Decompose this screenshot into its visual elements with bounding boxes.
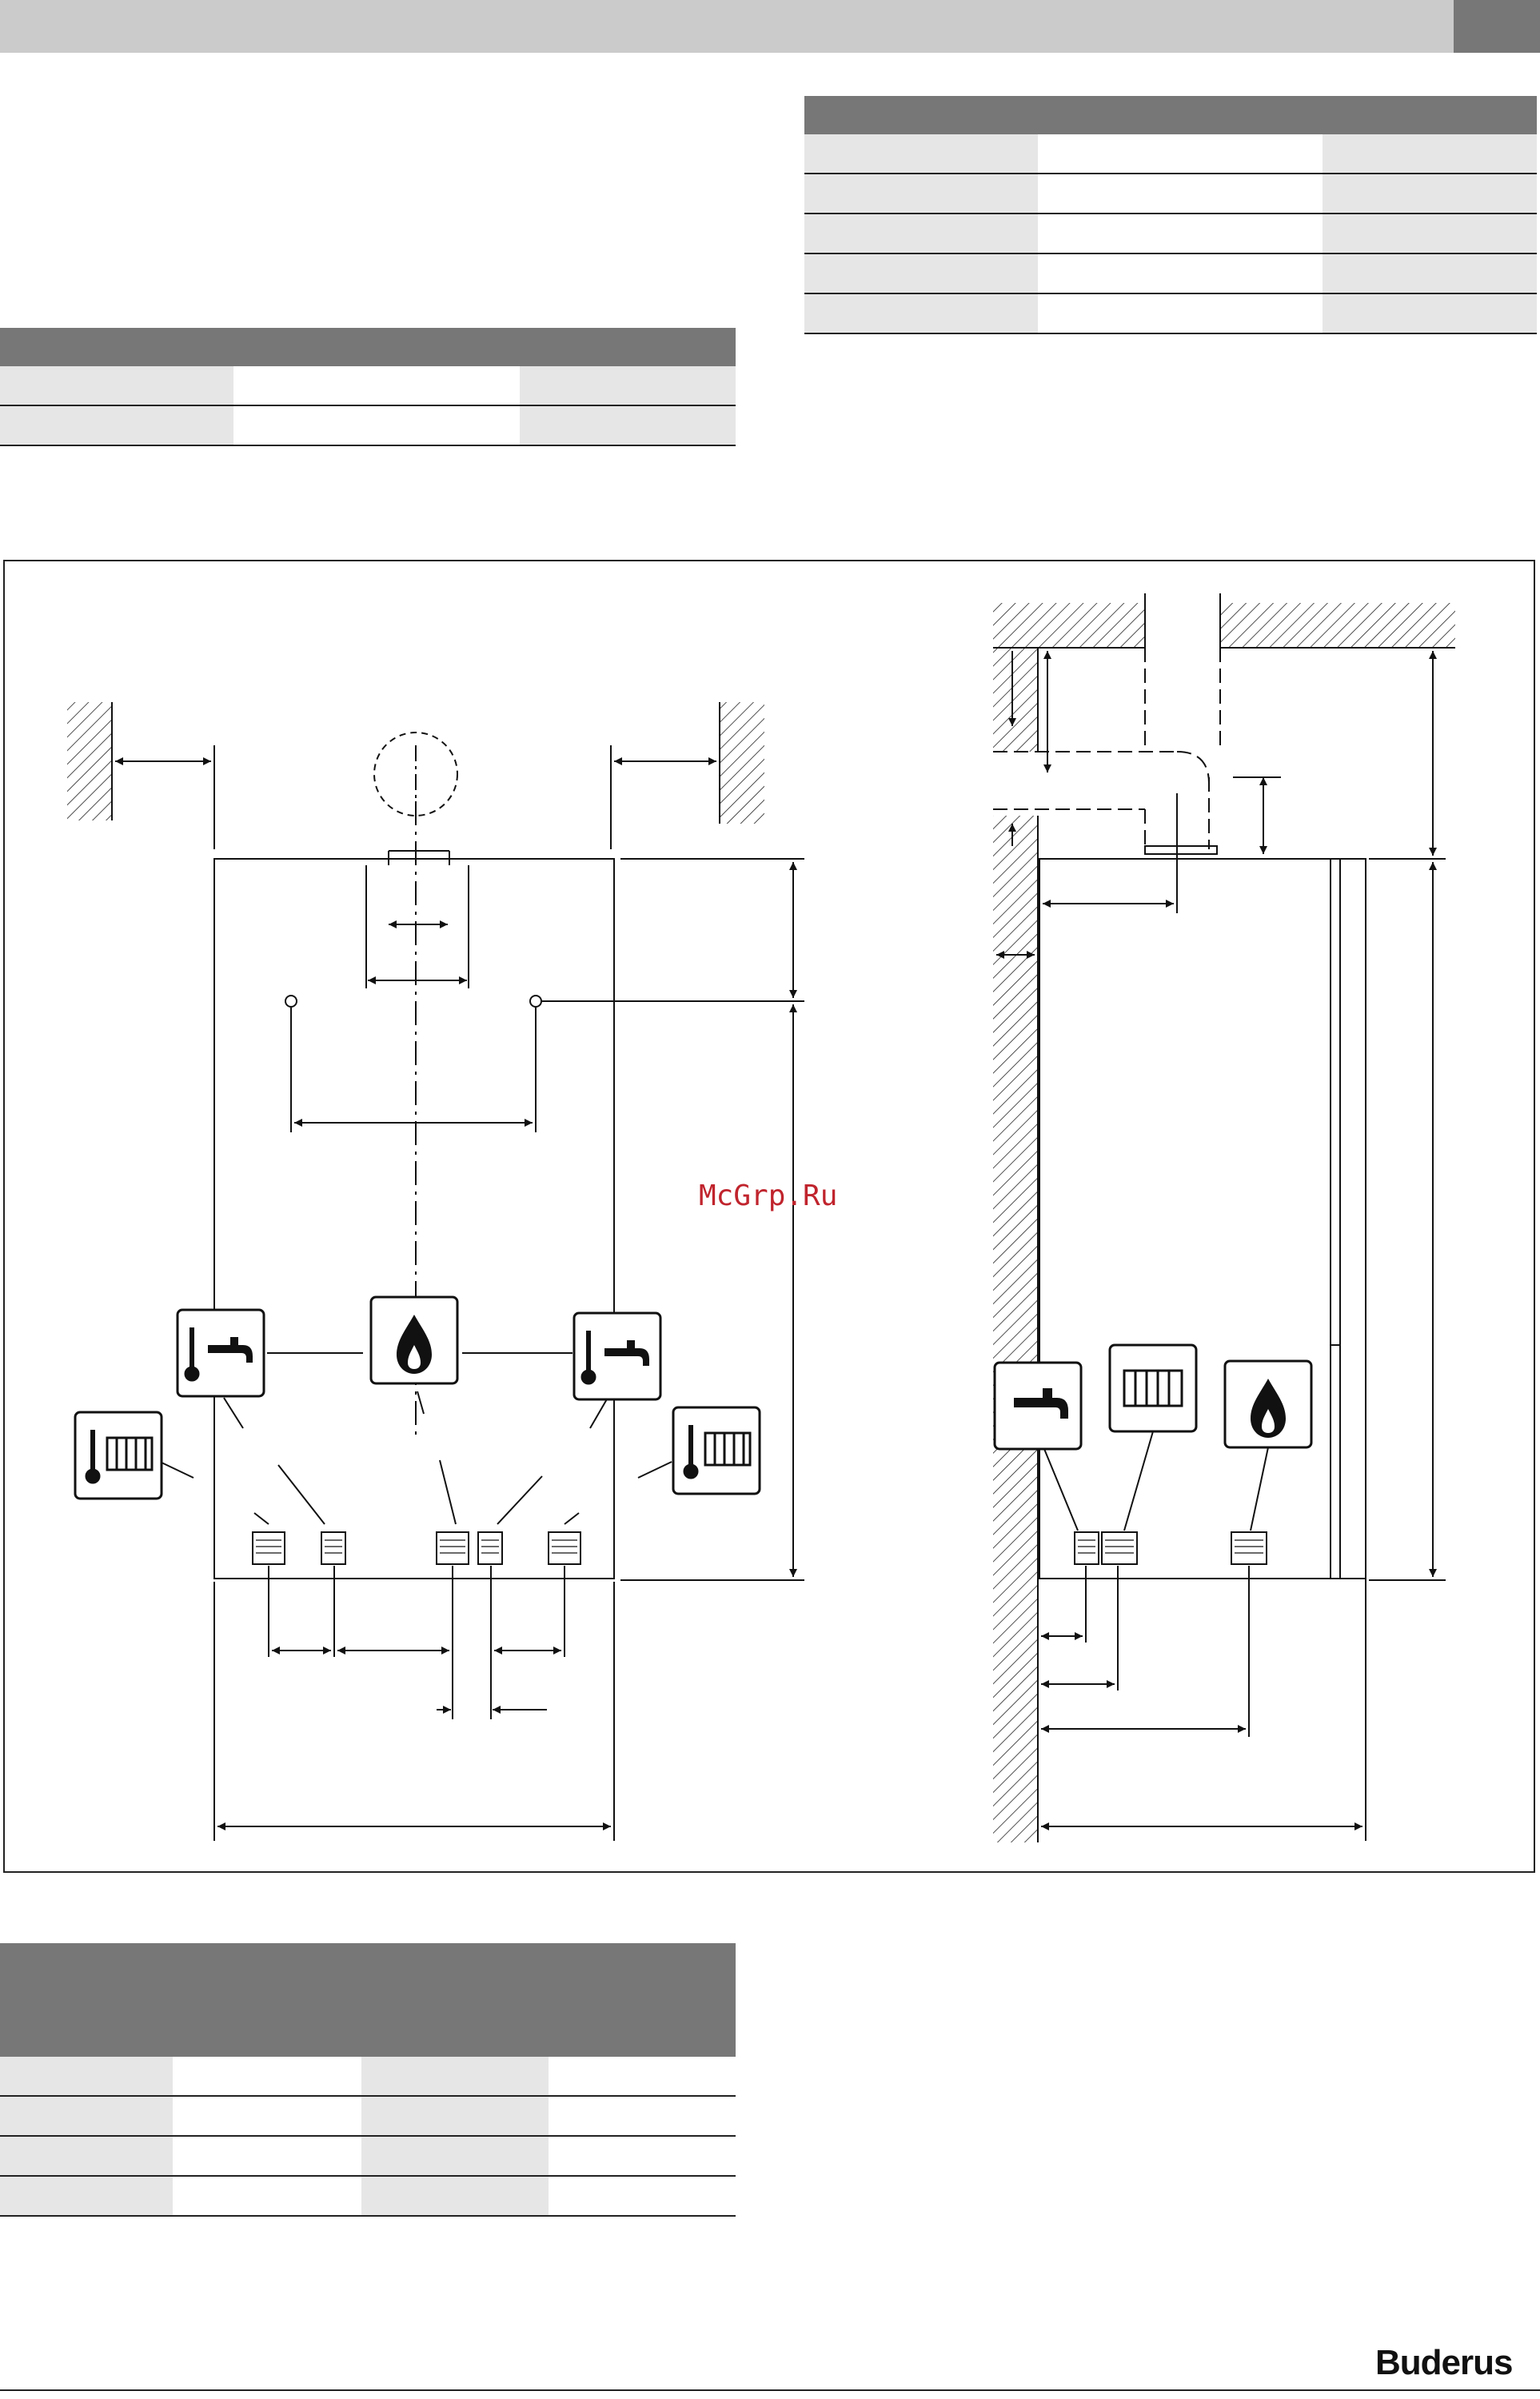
radiator-temp-icon: [74, 1411, 163, 1500]
hot-water-temp-icon: [573, 1311, 662, 1401]
table-row: [804, 134, 1537, 174]
gas-flame-icon: [369, 1295, 459, 1385]
table-row: [0, 366, 736, 406]
radiator-icon: [1108, 1343, 1198, 1433]
table-header-row: [0, 1943, 736, 2057]
table-row: [804, 253, 1537, 294]
spec-table-top-right: [804, 96, 1537, 334]
page-tab: [1454, 0, 1540, 53]
spec-table-bottom: [0, 1943, 736, 2217]
header-bar: [0, 0, 1454, 53]
table-row: [0, 2096, 736, 2137]
side-view: [993, 593, 1455, 1842]
watermark-text: McGrp.Ru: [699, 1180, 838, 1212]
table-row: [804, 214, 1537, 254]
radiator-temp-icon: [672, 1406, 761, 1495]
table-header-row: [804, 96, 1537, 134]
table-row: [0, 2057, 736, 2097]
gas-flame-icon: [1223, 1359, 1313, 1449]
hot-water-temp-icon: [176, 1308, 265, 1398]
buderus-logo: Buderus: [1375, 2343, 1513, 2382]
table-row: [804, 293, 1537, 334]
front-view: [67, 702, 804, 1841]
footer-rule: [0, 2389, 1540, 2391]
table-row: [0, 2136, 736, 2177]
table-row: [0, 2176, 736, 2217]
water-tap-icon: [993, 1361, 1083, 1451]
table-row: [0, 405, 736, 446]
spec-table-top-left: [0, 328, 736, 446]
dimension-diagram: [3, 560, 1535, 1873]
table-header-row: [0, 328, 736, 366]
table-row: [804, 174, 1537, 214]
